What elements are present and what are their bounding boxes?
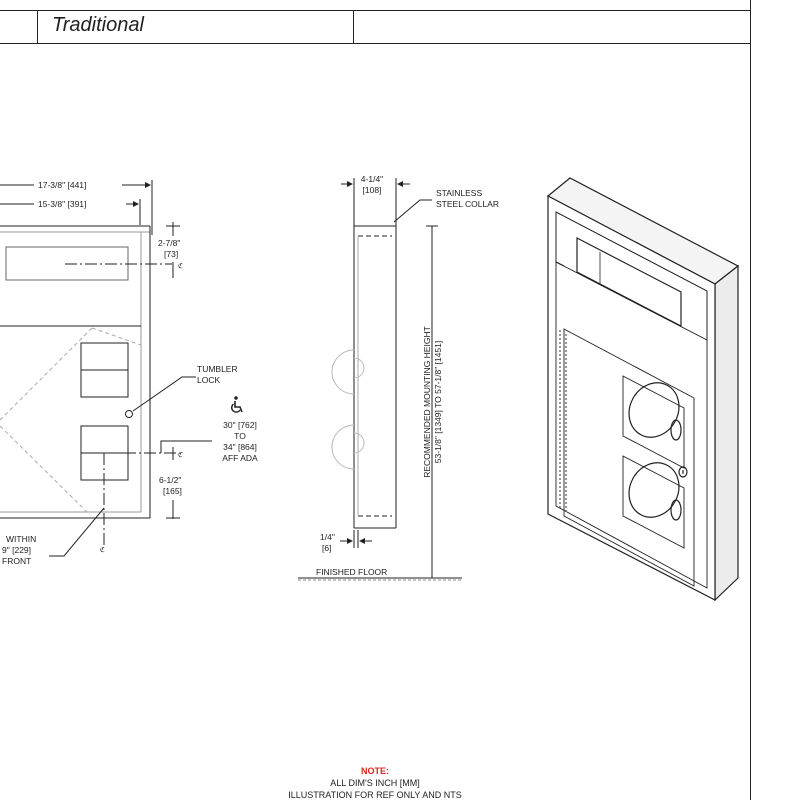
front-view-labels: 17-3/8" [441] 15-3/8" [391] 2-7/8" [73] … <box>2 180 258 566</box>
ada-leader <box>160 440 212 453</box>
within-leader <box>49 507 105 557</box>
dim-lower-mm: [165] <box>163 486 182 496</box>
iso-roll-upper-core <box>670 419 682 441</box>
dim-top-offset-in: 2-7/8" <box>158 238 180 248</box>
ada-height-label-3: 34" [864] <box>223 442 257 452</box>
side-depth-in: 4-1/4" <box>361 174 383 184</box>
collection-name: Traditional <box>52 14 144 36</box>
door-swing-line-2 <box>0 425 91 516</box>
iso-lower-door <box>563 328 695 587</box>
note-line-illustration: ILLUSTRATION FOR REF ONLY AND NTS <box>288 790 462 800</box>
ada-height-label-4: AFF ADA <box>222 453 258 463</box>
iso-front-face <box>547 195 716 601</box>
door-swing-line-3 <box>91 327 142 346</box>
iso-side-face <box>714 264 739 602</box>
side-depth-mm: [108] <box>363 185 382 195</box>
centerline-mark-bottom: ℭ <box>100 546 105 554</box>
mount-height-label-1: RECOMMENDED MOUNTING HEIGHT <box>422 326 432 478</box>
ada-height-label-1: 30" [762] <box>223 420 257 430</box>
within-label-2: 9" [229] <box>2 545 31 555</box>
note-line-units: ALL DIM'S INCH [MM] <box>330 778 420 788</box>
side-view <box>298 178 462 581</box>
collar-label-2: STEEL COLLAR <box>436 199 499 209</box>
iso-dispenser-slot <box>576 237 682 327</box>
iso-roll-lower <box>628 462 680 518</box>
flange-in: 1/4" <box>320 532 335 542</box>
iso-lock-icon <box>678 466 688 478</box>
sheet-border-right <box>750 0 751 800</box>
dim-overall-width-label: 17-3/8" [441] <box>38 180 86 190</box>
front-view <box>0 180 212 557</box>
iso-roll-recess-upper <box>622 375 685 469</box>
finished-floor-label: FINISHED FLOOR <box>316 567 387 577</box>
ghost-roll-upper <box>331 349 355 395</box>
door-swing-line-1 <box>0 327 93 421</box>
isometric-view <box>546 177 740 602</box>
tumbler-lock-icon <box>125 410 133 418</box>
side-view-labels: 4-1/4" [108] STAINLESS STEEL COLLAR RECO… <box>316 174 499 577</box>
iso-roll-upper <box>628 382 680 438</box>
header-cell-left <box>0 11 38 43</box>
within-label-1: WITHIN <box>6 534 36 544</box>
note-title: NOTE: <box>361 766 389 776</box>
ada-height-label-2: TO <box>234 431 246 441</box>
centerline-mark-lower: ℭ <box>178 451 183 459</box>
collar-label-1: STAINLESS <box>436 188 482 198</box>
tumbler-lock-label-1: TUMBLER <box>197 364 238 374</box>
dim-top-offset-mm: [73] <box>164 249 178 259</box>
iso-roll-recess-lower <box>622 455 685 549</box>
iso-panel-break <box>555 261 565 267</box>
iso-roll-lower-core <box>670 499 682 521</box>
mount-height-label-2: 53-1/8" [1349] TO 57-1/8" [1451] <box>433 341 443 463</box>
tumbler-lock-leader <box>132 376 196 412</box>
wheelchair-icon <box>231 396 243 413</box>
iso-seat-cover-panel <box>555 211 708 341</box>
ghost-roll-lower-core <box>353 432 365 454</box>
tumbler-lock-label-2: LOCK <box>197 375 220 385</box>
dim-inner-width-label: 15-3/8" [391] <box>38 199 86 209</box>
flange-mm: [6] <box>322 543 331 553</box>
ghost-roll-upper-core <box>353 357 365 379</box>
technical-drawing: 17-3/8" [441] 15-3/8" [391] 2-7/8" [73] … <box>0 174 740 602</box>
header-cell-collection: Traditional <box>38 11 354 43</box>
collar-leader <box>393 199 432 223</box>
ghost-roll-lower <box>331 424 355 470</box>
dim-lower-in: 6-1/2" <box>159 475 181 485</box>
centerline-mark-top: ℭ <box>178 262 183 270</box>
note-block: NOTE: ALL DIM'S INCH [MM] ILLUSTRATION F… <box>0 765 750 801</box>
within-label-3: FRONT <box>2 556 31 566</box>
header-row: Traditional <box>0 10 750 44</box>
